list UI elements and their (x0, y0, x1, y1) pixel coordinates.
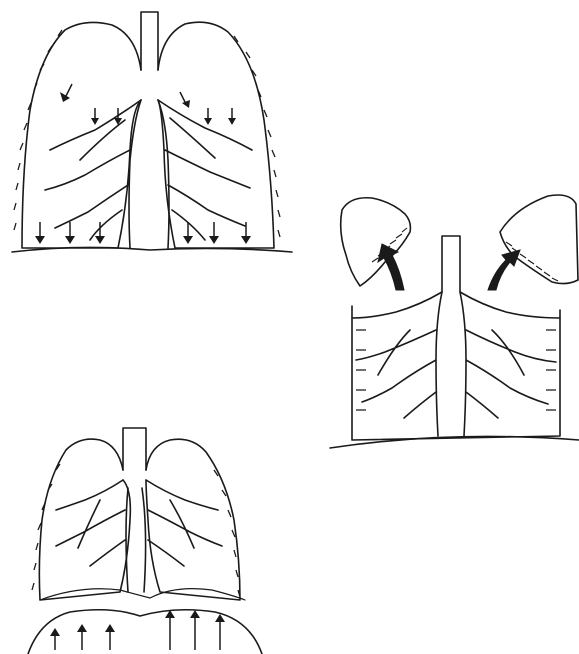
right-lift-arrow (488, 250, 520, 290)
panel-expiration (28, 428, 262, 654)
up-arrows-right (165, 610, 225, 650)
ribs-left (14, 30, 62, 230)
down-arrows-right (183, 222, 251, 244)
ribs-left-3 (32, 464, 60, 590)
bronchial-tree-2 (352, 292, 560, 436)
up-arrows-left (50, 624, 115, 650)
panel-lungs-lifted-out (330, 195, 579, 448)
diaphragm-dome (28, 610, 262, 654)
trachea-3 (123, 428, 146, 470)
diaphragm-dome-inner (40, 589, 245, 600)
thorax-ribs (356, 330, 556, 410)
right-lifted-lung (500, 195, 578, 284)
trachea (141, 12, 158, 70)
panel-inspiration (12, 12, 292, 252)
right-lung-outline-3 (146, 439, 240, 600)
bronchial-tree (45, 100, 252, 240)
inner-arrows (60, 84, 236, 125)
left-lung-outline-3 (39, 439, 130, 600)
mediastinum (129, 100, 169, 248)
ribs-right (234, 36, 280, 237)
trachea-2 (442, 236, 460, 292)
left-lift-arrow (378, 244, 404, 290)
thorax-box (352, 306, 560, 440)
bronchial-tree-3 (56, 480, 222, 592)
